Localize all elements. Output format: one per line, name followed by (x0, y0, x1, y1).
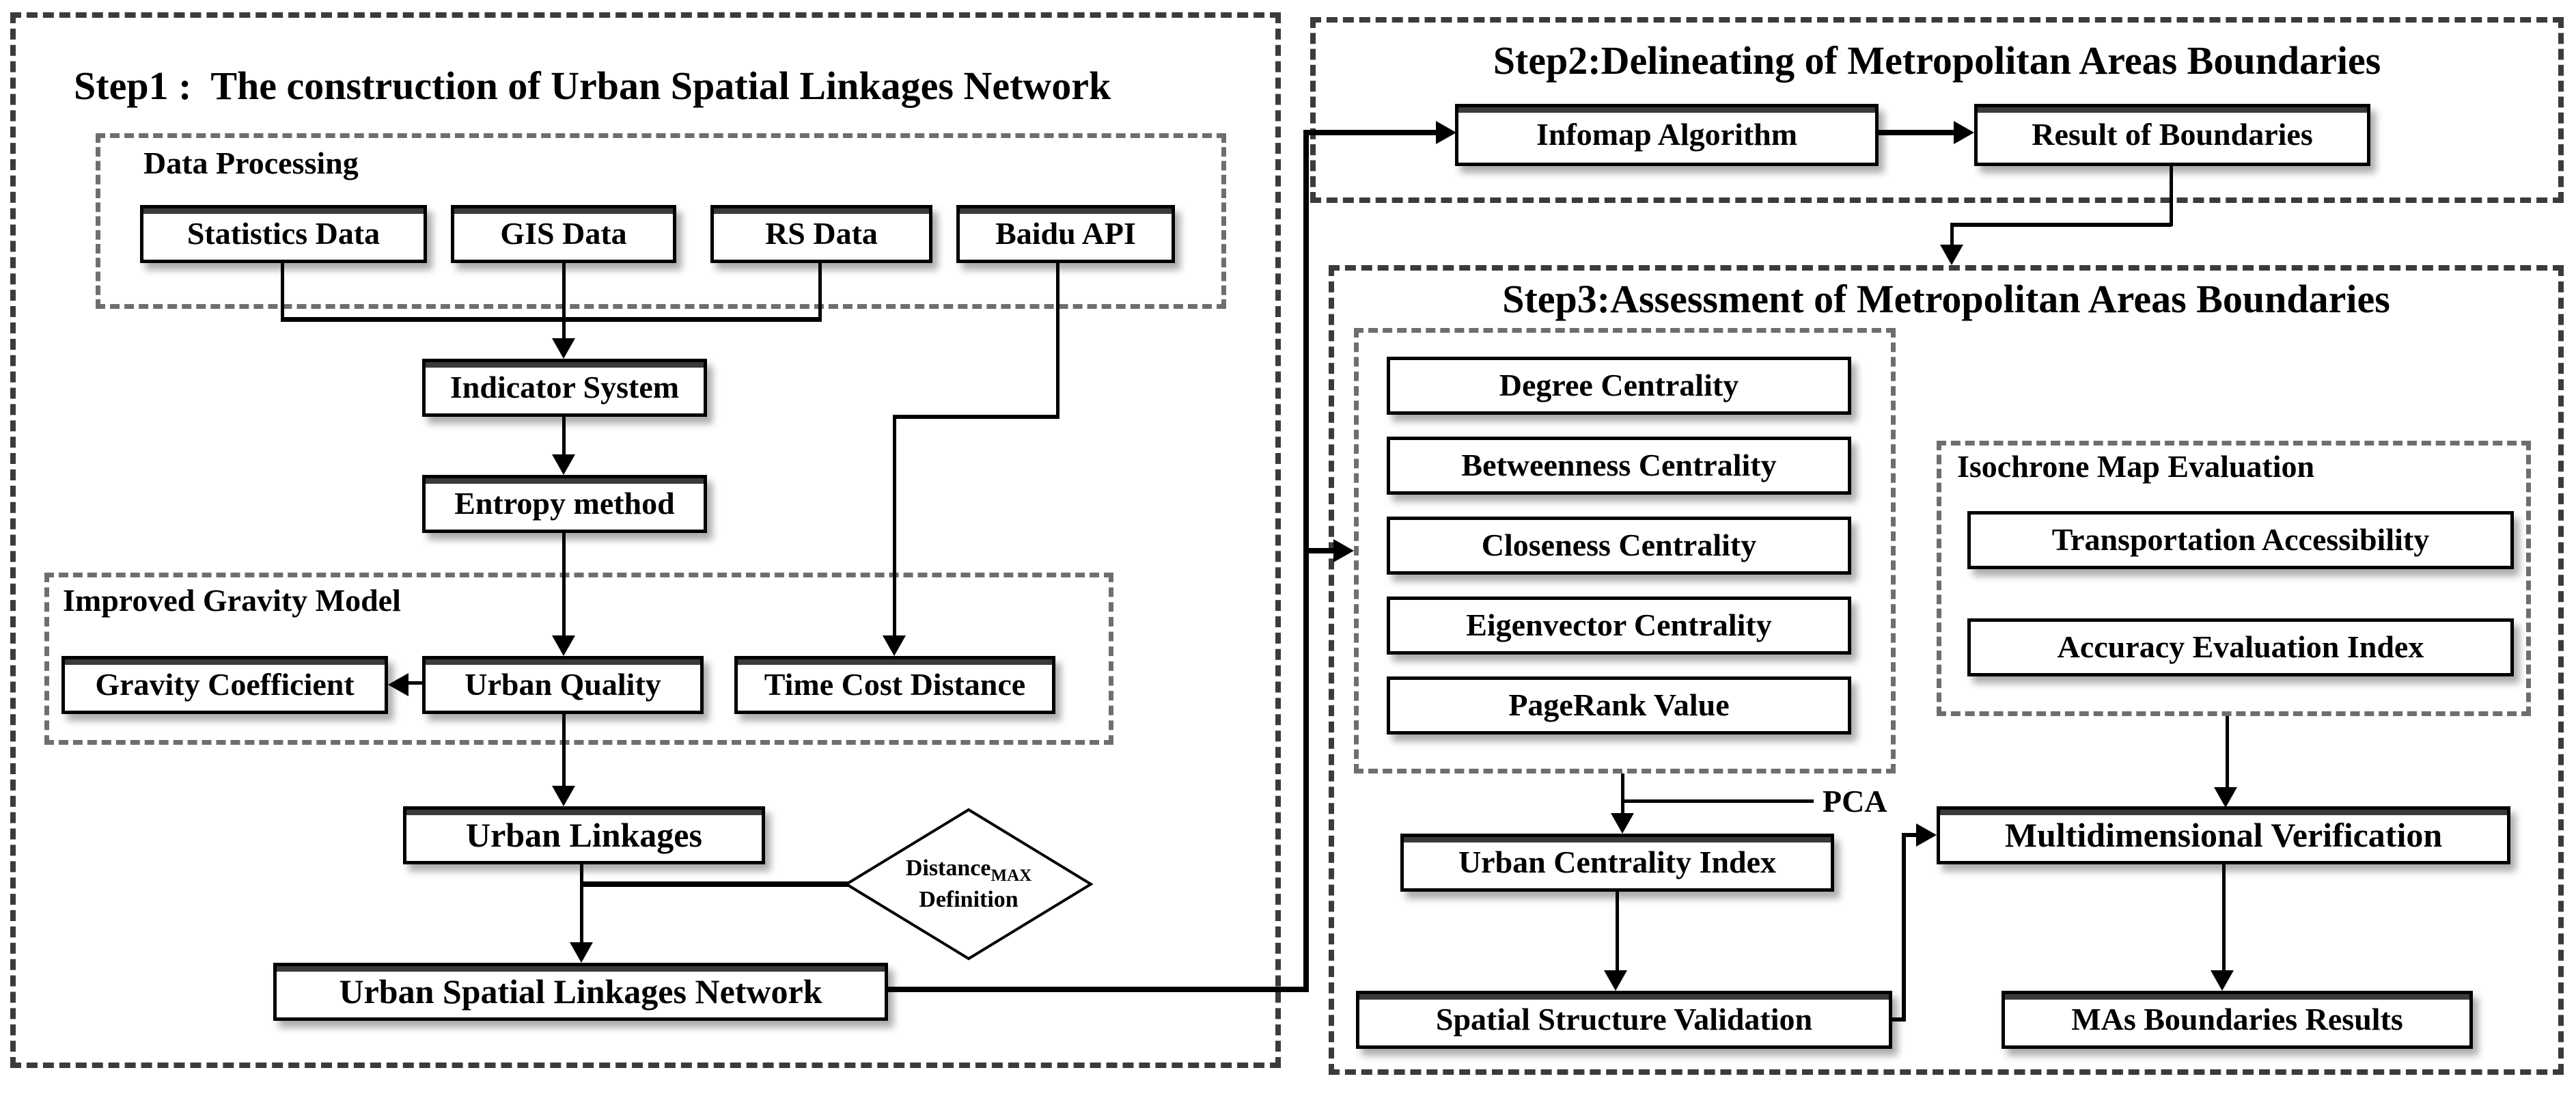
arrowhead-into-ssv (1604, 970, 1627, 991)
edge-ssv-elbow-out (1892, 1017, 1906, 1022)
node-closeness-centrality: Closeness Centrality (1387, 517, 1851, 575)
group-data-processing (96, 133, 1226, 309)
arrowhead-into-urban-quality (552, 635, 575, 656)
edge-isochrone-to-mv (2226, 716, 2229, 789)
edge-branch-to-infomap (1303, 130, 1436, 135)
data-processing-label: Data Processing (143, 146, 359, 180)
edge-result-elbow-horizontal (1950, 223, 2172, 227)
node-degree-centrality: Degree Centrality (1387, 357, 1851, 415)
arrowhead-into-mv-top (2214, 787, 2237, 808)
node-pagerank-value: PageRank Value (1387, 676, 1851, 735)
edge-urban-linkages-to-usln (580, 864, 583, 944)
arrowhead-into-centrality-group (1333, 539, 1354, 562)
node-gravity-coefficient: Gravity Coefficient (61, 656, 388, 714)
group-isochrone-map-evaluation (1937, 441, 2531, 716)
diamond-shape (844, 808, 1093, 961)
group-improved-gravity-model (44, 573, 1113, 745)
edge-ssv-elbow-up (1902, 833, 1906, 1022)
edge-diamond-link (580, 881, 850, 887)
edge-statistics-down (281, 263, 284, 321)
node-transportation-accessibility: Transportation Accessibility (1967, 511, 2514, 569)
arrowhead-into-time-cost-distance (883, 635, 906, 656)
edge-urban-quality-to-urban-linkages (562, 714, 566, 787)
node-urban-centrality-index: Urban Centrality Index (1400, 834, 1834, 892)
step3-title: Step3:Assessment of Metropolitan Areas B… (1502, 277, 2390, 321)
edge-result-to-step3 (1950, 223, 1954, 246)
arrowhead-into-result (1954, 121, 1974, 144)
node-time-cost-distance: Time Cost Distance (734, 656, 1055, 714)
node-baidu-api: Baidu API (956, 205, 1175, 263)
arrowhead-into-indicator-system (552, 338, 575, 359)
edge-pca-down (1621, 773, 1624, 814)
edge-to-time-cost-distance (893, 415, 896, 637)
diamond-label: DistanceMAX Definition (844, 808, 1093, 961)
edge-result-down (2170, 166, 2173, 226)
node-indicator-system: Indicator System (422, 359, 707, 417)
node-urban-linkages: Urban Linkages (403, 806, 765, 864)
edge-rs-down (818, 263, 822, 321)
edge-ssv-to-mv (1902, 833, 1916, 837)
panel-step1 (10, 12, 1281, 1068)
node-accuracy-evaluation-index: Accuracy Evaluation Index (1967, 618, 2514, 676)
edge-baidu-jog (893, 415, 1060, 419)
edge-uci-to-ssv (1616, 892, 1619, 972)
node-infomap-algorithm: Infomap Algorithm (1455, 104, 1879, 166)
arrowhead-into-urban-linkages (552, 786, 575, 806)
distance-max-diamond (844, 808, 1093, 961)
panel-step3 (1329, 265, 2564, 1075)
node-entropy-method: Entropy method (422, 475, 707, 533)
arrowhead-into-gravity-coefficient (388, 673, 408, 696)
node-gis-data: GIS Data (451, 205, 676, 263)
node-urban-spatial-linkages-network: Urban Spatial Linkages Network (273, 963, 888, 1021)
pca-label: PCA (1823, 784, 1887, 819)
node-betweenness-centrality: Betweenness Centrality (1387, 437, 1851, 495)
edge-pca-tick (1622, 799, 1814, 803)
isochrone-map-evaluation-label: Isochrone Map Evaluation (1957, 449, 2315, 484)
node-mas-boundaries-results: MAs Boundaries Results (2002, 991, 2473, 1049)
diamond-line1: DistanceMAX (905, 855, 1032, 885)
improved-gravity-model-label: Improved Gravity Model (63, 583, 401, 618)
node-statistics-data: Statistics Data (140, 205, 427, 263)
node-rs-data: RS Data (710, 205, 932, 263)
arrowhead-into-mv-left (1916, 823, 1937, 847)
node-eigenvector-centrality: Eigenvector Centrality (1387, 597, 1851, 655)
diamond-line2: Definition (919, 887, 1019, 912)
edge-mv-to-mas (2222, 864, 2226, 972)
node-result-of-boundaries: Result of Boundaries (1974, 104, 2370, 166)
panel-step2 (1310, 17, 2564, 203)
edge-merge-horizontal (281, 317, 822, 322)
edge-indicator-to-entropy (562, 417, 566, 456)
step1-title: Step1 : The construction of Urban Spatia… (74, 64, 1111, 108)
arrowhead-into-step3 (1940, 245, 1963, 265)
arrowhead-into-infomap (1436, 121, 1456, 144)
step2-title: Step2:Delineating of Metropolitan Areas … (1493, 38, 2381, 83)
edge-infomap-to-result (1879, 130, 1954, 135)
edge-baidu-down (1056, 263, 1060, 418)
arrowhead-into-uci (1611, 813, 1634, 834)
edge-urban-quality-to-gravity-coefficient (407, 681, 425, 685)
arrowhead-into-mas (2211, 970, 2234, 991)
node-multidimensional-verification: Multidimensional Verification (1937, 806, 2510, 864)
arrowhead-into-entropy-method (552, 454, 575, 475)
edge-gis-to-indicator (562, 263, 566, 338)
arrowhead-into-usln (570, 942, 593, 963)
group-centrality-indicators (1354, 328, 1896, 773)
node-spatial-structure-validation: Spatial Structure Validation (1356, 991, 1892, 1049)
edge-main-vertical (1303, 130, 1309, 992)
node-urban-quality: Urban Quality (422, 656, 704, 714)
edge-usln-right (888, 987, 1309, 992)
edge-entropy-to-urban-quality (562, 533, 566, 637)
edge-branch-to-centrality (1303, 548, 1333, 553)
